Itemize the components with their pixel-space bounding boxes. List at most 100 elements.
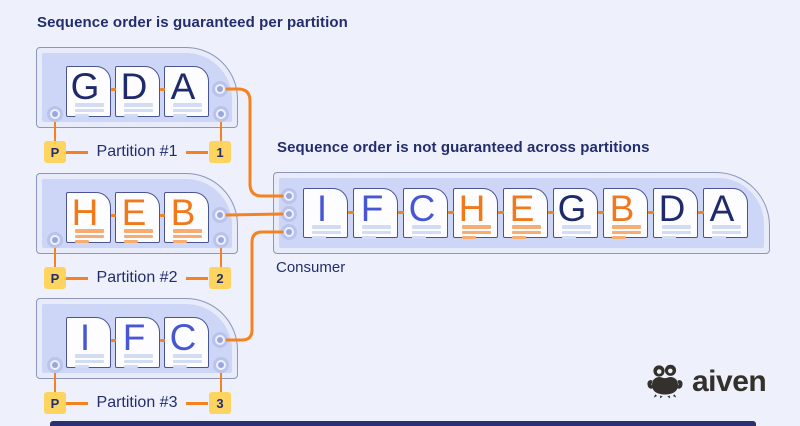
heading-per-partition: Sequence order is guaranteed per partiti… (37, 14, 348, 31)
badge-connector (219, 122, 223, 141)
message-doc: A (703, 188, 748, 239)
message-link-dash (447, 211, 454, 214)
doc-text-line (173, 364, 187, 368)
connector-port (47, 106, 63, 122)
doc-text-line (312, 235, 326, 239)
doc-text-line (75, 108, 104, 112)
message-letter: F (360, 188, 384, 229)
badge-connector (186, 277, 208, 280)
badge-connector (66, 277, 88, 280)
message-doc: I (303, 188, 348, 239)
message-doc: C (164, 317, 209, 368)
footer-accent-bar (50, 421, 756, 426)
connector-port (281, 188, 297, 204)
badge-connector (53, 248, 57, 267)
doc-text-line (173, 239, 187, 243)
doc-text-line (612, 235, 626, 239)
doc-text-line (75, 103, 104, 107)
message-doc: F (115, 317, 160, 368)
doc-text-line (173, 354, 202, 358)
message-doc: A (164, 66, 209, 117)
aiven-wordmark: aiven (692, 365, 767, 398)
message-doc: D (653, 188, 698, 239)
partition-label: Partition #1 (96, 143, 178, 160)
message-letter: C (169, 317, 197, 358)
badge-connector (186, 151, 208, 154)
doc-text-line (173, 108, 202, 112)
doc-text-line (612, 225, 641, 229)
doc-text-line (173, 229, 202, 233)
doc-text-line (124, 234, 153, 238)
badge-connector (53, 122, 57, 141)
partition-badge: P (44, 392, 66, 414)
badge-connector (219, 248, 223, 267)
connector-port (213, 106, 229, 122)
partition-badge: P (44, 267, 66, 289)
doc-text-line (462, 230, 491, 234)
message-doc: B (603, 188, 648, 239)
doc-text-line (173, 103, 202, 107)
consumer-block: I F C H E G (273, 172, 770, 282)
message-doc: H (66, 192, 111, 243)
doc-text-line (512, 225, 541, 229)
doc-text-line (75, 359, 104, 363)
message-link-dash (111, 339, 116, 342)
message-doc: E (115, 192, 160, 243)
connector-port (281, 206, 297, 222)
message-letter: D (120, 66, 148, 107)
message-link-dash (647, 211, 654, 214)
message-link-dash (397, 211, 404, 214)
doc-text-line (612, 230, 641, 234)
doc-text-line (512, 230, 541, 234)
consumer-label: Consumer (276, 259, 346, 276)
message-letter: C (408, 188, 436, 229)
message-link-dash (597, 211, 604, 214)
partition-badge: P (44, 141, 66, 163)
doc-text-line (712, 225, 741, 229)
message-letter: B (170, 192, 196, 233)
badge-connector (66, 402, 88, 405)
message-doc: I (66, 317, 111, 368)
message-link-dash (347, 211, 354, 214)
connector-port (212, 81, 228, 97)
message-letter: G (70, 66, 100, 107)
message-link-dash (547, 211, 554, 214)
doc-text-line (124, 354, 153, 358)
doc-text-line (462, 225, 491, 229)
message-link-dash (160, 339, 165, 342)
doc-text-line (75, 364, 89, 368)
offset-badge: 1 (209, 141, 231, 163)
doc-text-line (312, 230, 341, 234)
doc-text-line (173, 359, 202, 363)
partition-3-block: I F C P Partition #3 3 (36, 298, 238, 418)
doc-text-line (512, 235, 526, 239)
doc-text-line (662, 230, 691, 234)
doc-text-line (312, 225, 341, 229)
crab-icon (647, 364, 683, 399)
doc-text-line (712, 230, 741, 234)
doc-text-line (362, 230, 391, 234)
message-link-dash (111, 214, 116, 217)
doc-text-line (462, 235, 476, 239)
doc-text-line (75, 239, 89, 243)
message-link-dash (160, 88, 165, 91)
doc-text-line (124, 359, 153, 363)
offset-badge: 3 (209, 392, 231, 414)
doc-text-line (124, 108, 153, 112)
message-letter: B (609, 188, 635, 229)
message-letter: E (121, 192, 147, 233)
doc-text-line (412, 225, 441, 229)
doc-text-line (124, 113, 138, 117)
connector-port (281, 224, 297, 240)
message-doc: E (503, 188, 548, 239)
message-letter: G (557, 188, 587, 229)
doc-text-line (173, 113, 187, 117)
message-letter: D (658, 188, 686, 229)
message-letter: F (122, 317, 146, 358)
doc-text-line (124, 103, 153, 107)
doc-text-line (75, 234, 104, 238)
message-link-dash (160, 214, 165, 217)
message-letter: A (170, 66, 196, 107)
doc-text-line (562, 230, 591, 234)
